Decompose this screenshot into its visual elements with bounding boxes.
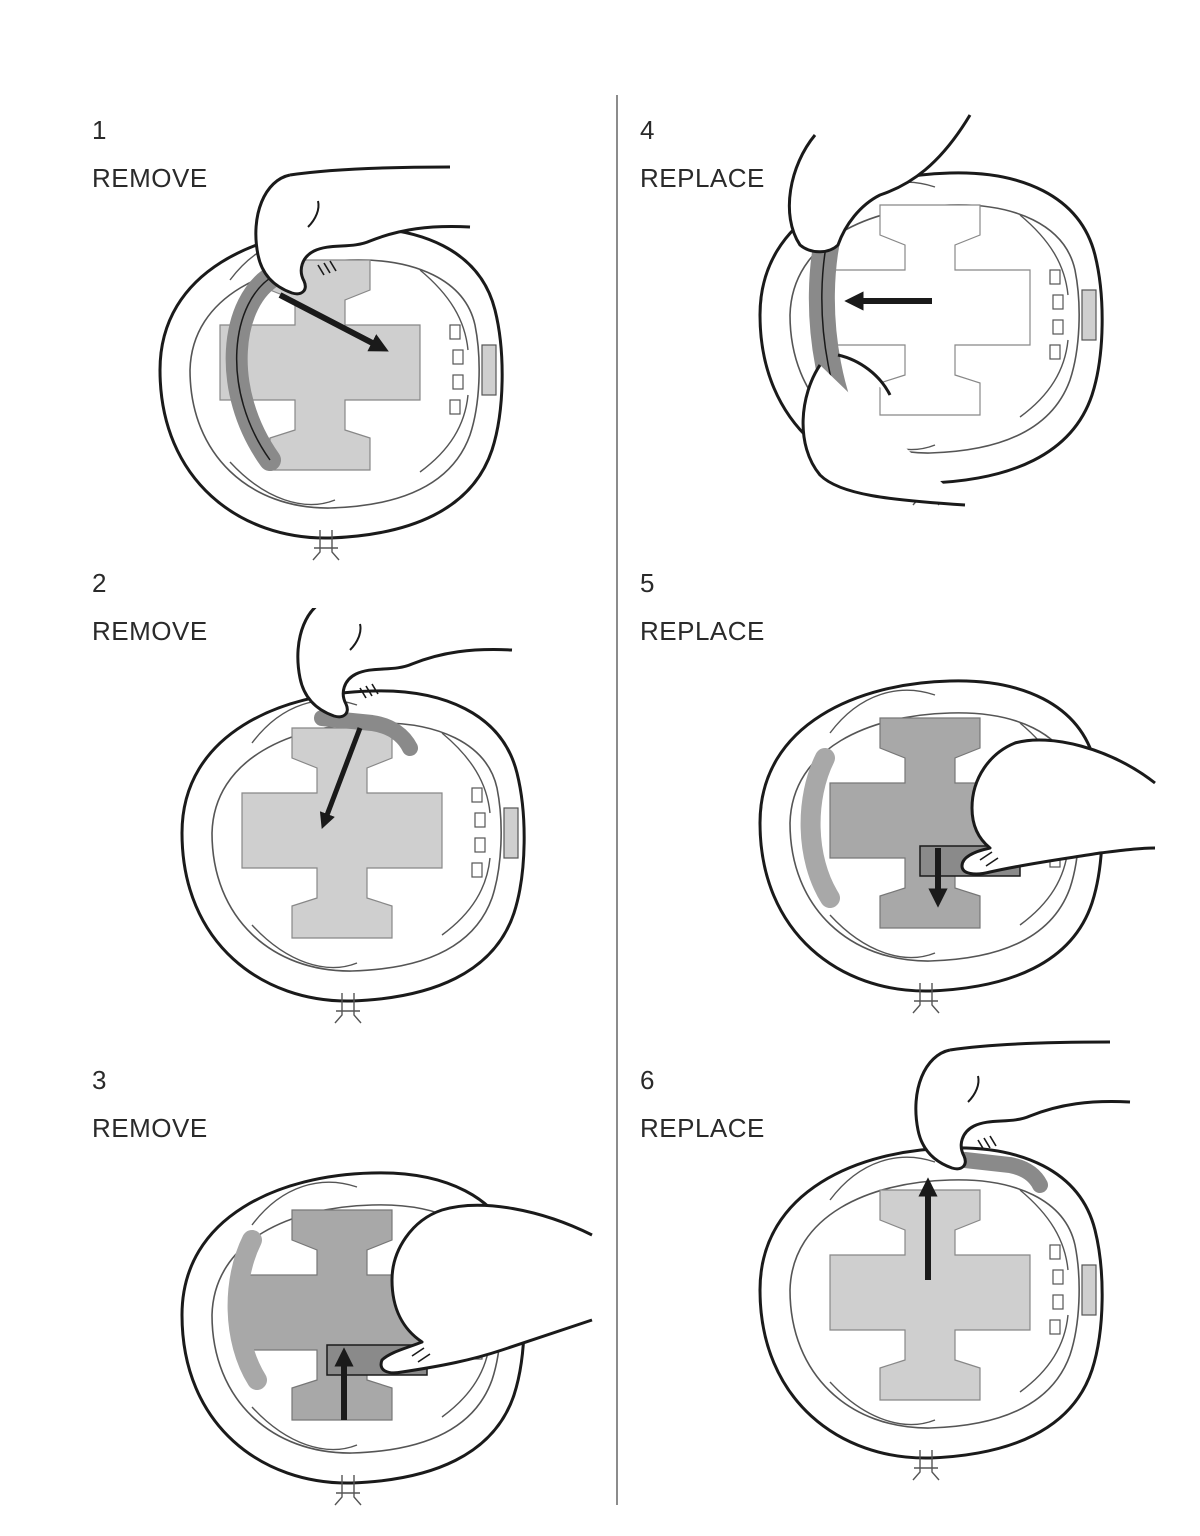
step-1-panel: 1 REMOVE [92, 115, 652, 585]
step-2-panel: 2 REMOVE [92, 568, 652, 1038]
step-6-panel: 6 REPLACE [640, 1040, 1200, 1535]
step-label: REMOVE [92, 1113, 208, 1143]
step-label: REPLACE [640, 163, 765, 193]
step-1-illustration [158, 165, 504, 562]
step-number: 4 [640, 115, 655, 145]
step-5-illustration [758, 679, 1156, 1015]
step-2-illustration [180, 608, 526, 1025]
step-number: 5 [640, 568, 655, 598]
step-number: 1 [92, 115, 107, 145]
step-3-illustration [180, 1171, 593, 1507]
step-number: 6 [640, 1065, 655, 1095]
step-5-panel: 5 REPLACE [640, 568, 1200, 1038]
step-number: 2 [92, 568, 107, 598]
column-divider [616, 95, 618, 1505]
step-6-illustration [758, 1040, 1132, 1482]
direction-arrow [319, 727, 363, 829]
step-4-panel: 4 REPLACE [640, 114, 1200, 585]
step-label: REMOVE [92, 163, 208, 193]
step-number: 3 [92, 1065, 107, 1095]
step-label: REPLACE [640, 616, 765, 646]
step-4-illustration [758, 114, 1104, 507]
step-label: REPLACE [640, 1113, 765, 1143]
direction-arrow [278, 292, 389, 352]
step-label: REMOVE [92, 616, 208, 646]
step-3-panel: 3 REMOVE [92, 1065, 652, 1535]
